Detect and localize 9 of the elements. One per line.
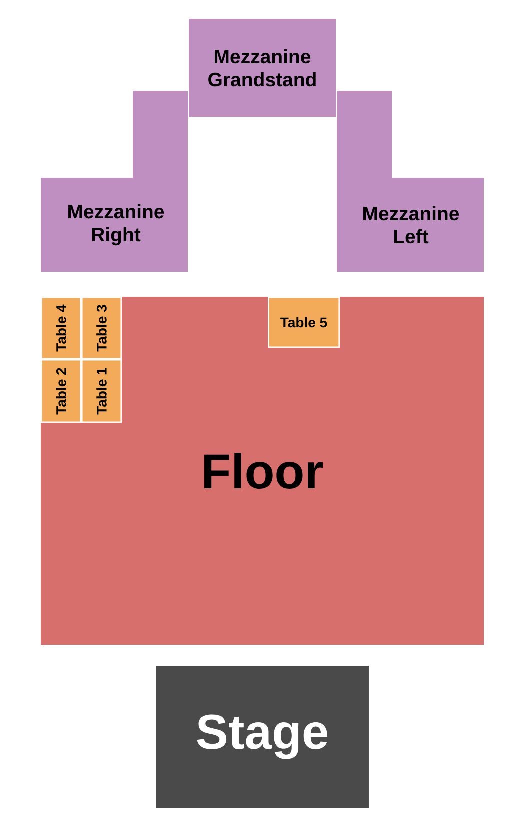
table-box: Table 3 bbox=[82, 297, 122, 360]
table-box: Table 1 bbox=[82, 360, 122, 423]
seating-section: Mezzanine Left bbox=[337, 91, 484, 272]
table-box: Table 5 bbox=[268, 297, 340, 348]
stage-block: Stage bbox=[156, 666, 369, 808]
seating-section: Mezzanine Grandstand bbox=[189, 19, 336, 118]
table-box: Table 4 bbox=[41, 297, 82, 360]
table-box: Table 2 bbox=[41, 360, 82, 423]
seating-section: Mezzanine Right bbox=[41, 91, 188, 272]
